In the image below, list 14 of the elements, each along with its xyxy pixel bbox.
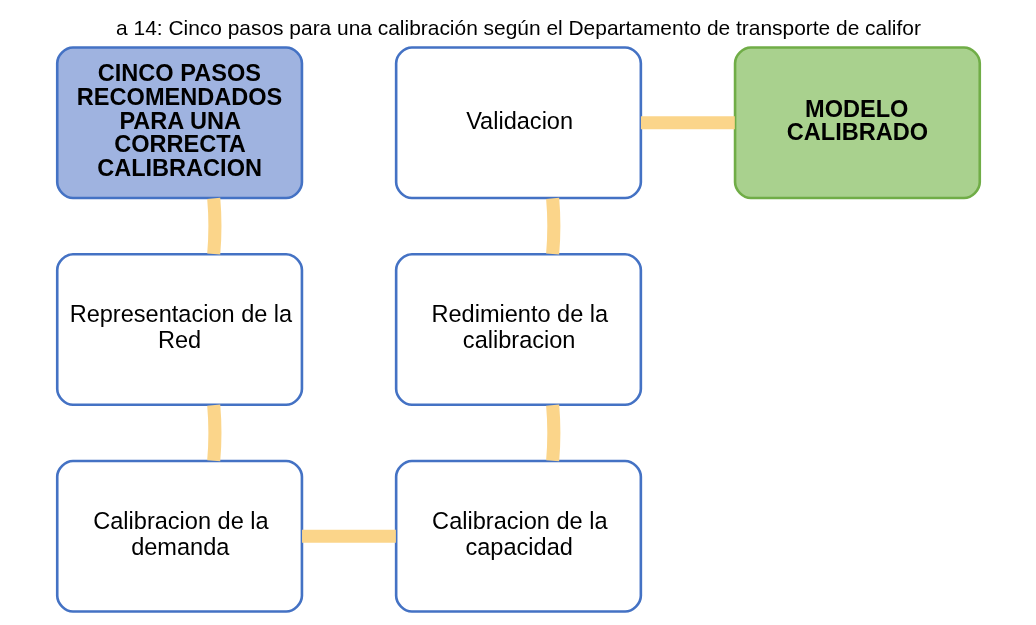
- connector: [545, 197, 560, 255]
- node-box: Representacion de la Red: [55, 252, 303, 407]
- node-box: CINCO PASOS RECOMENDADOS PARA UNA CORRECTA CALIBRACION: [55, 46, 303, 200]
- connector: [206, 197, 221, 255]
- diagram-title: a 14: Cinco pasos para una calibración según el Departamento de transporte de califor: [115, 16, 921, 40]
- node-box: Calibracion de la demanda: [55, 459, 303, 613]
- connector: [301, 529, 396, 543]
- connector: [206, 404, 221, 462]
- node-box: Calibracion de la capacidad: [394, 459, 642, 613]
- node-box: Validacion: [394, 46, 642, 200]
- connector: [640, 116, 735, 130]
- node-box: Redimiento de la calibracion: [394, 252, 642, 407]
- node-box: MODELO CALIBRADO: [733, 46, 981, 200]
- connector: [545, 404, 560, 462]
